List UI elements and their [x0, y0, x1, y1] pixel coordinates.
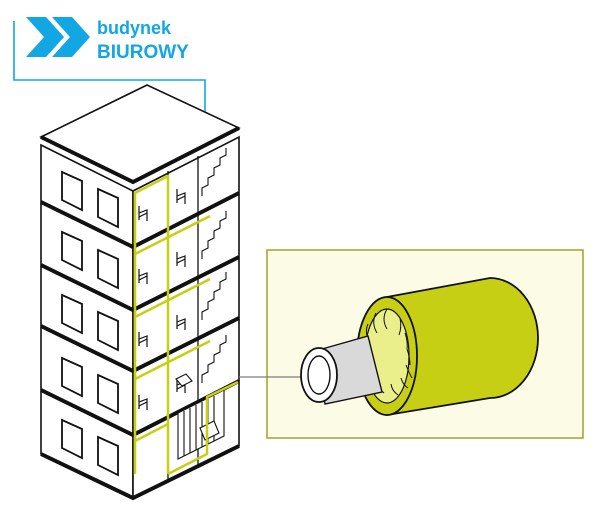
distribution-pipes — [133, 174, 239, 476]
pipe-detail-panel — [239, 249, 584, 439]
windows — [61, 170, 119, 477]
label-leader-line — [13, 21, 206, 116]
building-label-line2: BIUROWY — [97, 42, 189, 63]
building — [39, 84, 241, 501]
insulated-pipe-illustration — [300, 277, 539, 416]
building-label-line1: budynek — [97, 18, 172, 38]
double-chevron-icon — [26, 17, 90, 57]
left-facade — [40, 143, 134, 500]
service-room — [175, 373, 225, 460]
floor-slabs — [40, 191, 240, 501]
stairs — [201, 148, 227, 383]
